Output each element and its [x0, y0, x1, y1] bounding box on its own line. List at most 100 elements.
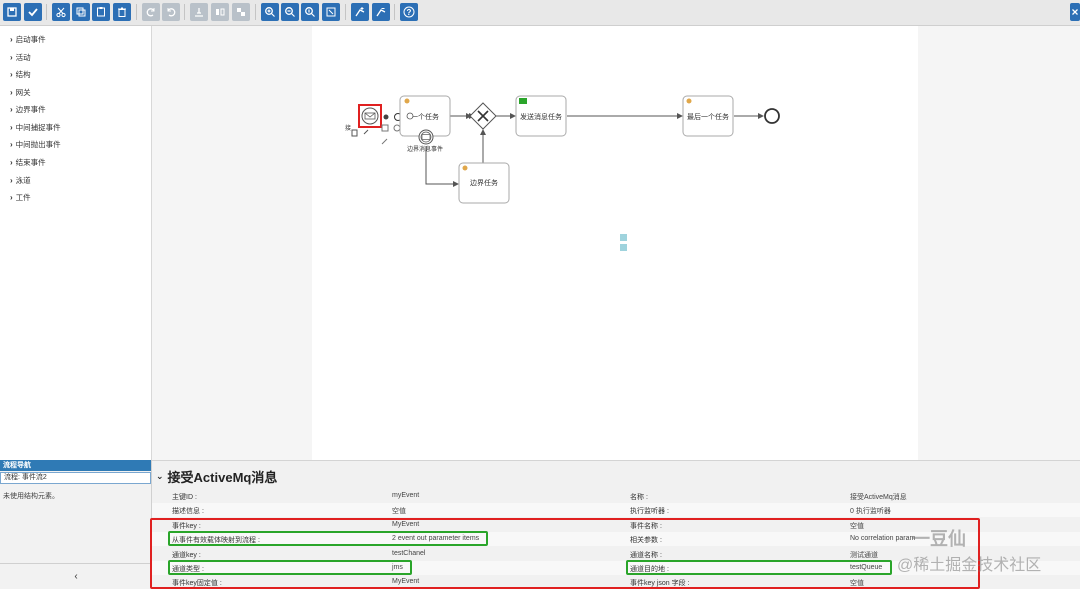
task-last[interactable]: 最后一个任务 [682, 95, 734, 137]
align-icon[interactable] [190, 3, 208, 21]
chevron-left-icon: ‹ [74, 571, 78, 582]
canvas-expand-controls[interactable] [620, 234, 627, 251]
property-label: 事件key固定值 : [172, 580, 222, 587]
annotation-red-box [150, 518, 980, 589]
toolbar-divider [184, 4, 185, 20]
property-value[interactable]: 空值 [850, 580, 864, 587]
annotation-green-box [168, 560, 412, 575]
navigator-empty-text: 未使用结构元素。 [3, 493, 59, 500]
end-event[interactable] [764, 108, 780, 124]
palette-group-gateways[interactable]: ›网关 [10, 88, 31, 97]
quick-menu [351, 113, 408, 145]
palette-group-structural[interactable]: ›结构 [10, 70, 31, 79]
zoom-fit-icon[interactable] [322, 3, 340, 21]
annotation-green-box [626, 560, 892, 575]
property-label: 执行监听器 : [630, 508, 669, 515]
chevron-left-icon[interactable] [620, 244, 627, 251]
property-value[interactable]: 测试通道 [850, 552, 878, 559]
redo-icon[interactable] [142, 3, 160, 21]
property-label: 通道类型 : [172, 566, 204, 573]
group-icon[interactable] [232, 3, 250, 21]
zoom-actual-icon[interactable] [301, 3, 319, 21]
property-row: 事件key : MyEvent 事件名称 : 空值 [152, 518, 1080, 532]
collapse-panel-button[interactable]: ‹ [0, 563, 152, 589]
property-row: 从事件有效载体映射到流程 : 2 event out parameter ite… [152, 532, 1080, 546]
toolbar-divider [394, 4, 395, 20]
property-label: 名称 : [630, 494, 648, 501]
property-label: 从事件有效载体映射到流程 : [172, 537, 260, 544]
gear-icon[interactable] [393, 124, 401, 132]
navigator-title: 流程导航 [0, 460, 151, 471]
user-task-icon[interactable] [383, 114, 389, 120]
help-icon[interactable]: ? [400, 3, 418, 21]
boundary-message-event[interactable]: 边界消息事件 [407, 129, 443, 153]
bendpoint-add-icon[interactable] [351, 3, 369, 21]
text-annotation-icon[interactable] [381, 124, 389, 132]
task-boundary[interactable]: 边界任务 [458, 162, 510, 204]
property-row: 事件key固定值 : MyEvent 事件key json 字段 : 空值 [152, 575, 1080, 589]
property-row: 主键ID : myEvent 名称 : 接受ActiveMq消息 [152, 489, 1080, 503]
task-last-label: 最后一个任务 [687, 112, 729, 121]
property-value[interactable]: testQueue [850, 564, 883, 571]
delete-icon[interactable] [351, 129, 358, 137]
start-message-event[interactable] [361, 107, 379, 125]
palette-group-throw-events[interactable]: ›中间抛出事件 [10, 140, 61, 149]
shape-palette: ›启动事件 ›活动 ›结构 ›网关 ›边界事件 ›中间捕捉事件 ›中间抛出事件 … [0, 26, 152, 460]
same-size-icon[interactable] [211, 3, 229, 21]
property-value[interactable]: No correlation param [850, 535, 916, 542]
exclusive-gateway[interactable] [469, 102, 497, 130]
zoom-out-icon[interactable] [281, 3, 299, 21]
property-value[interactable]: 0 执行监听器 [850, 508, 891, 515]
palette-group-swimlanes[interactable]: ›泳道 [10, 176, 31, 185]
property-value[interactable]: 空值 [392, 508, 406, 515]
properties-panel: ⌄ 接受ActiveMq消息 主键ID : myEvent 名称 : 接受Act… [150, 460, 1080, 589]
save-icon[interactable] [3, 3, 21, 21]
palette-group-end-events[interactable]: ›结束事件 [10, 158, 46, 167]
property-value[interactable]: myEvent [392, 492, 420, 499]
property-value[interactable]: MyEvent [392, 521, 420, 528]
property-label: 描述信息 : [172, 508, 204, 515]
properties-title[interactable]: ⌄ 接受ActiveMq消息 [156, 470, 278, 485]
toolbar: ? [0, 0, 1080, 26]
palette-group-activities[interactable]: ›活动 [10, 53, 31, 62]
property-value[interactable]: 接受ActiveMq消息 [850, 494, 907, 501]
connector-icon[interactable] [381, 138, 388, 145]
property-value[interactable]: 2 event out parameter items [392, 535, 480, 542]
palette-group-boundary-events[interactable]: ›边界事件 [10, 105, 46, 114]
chevron-right-icon: › [10, 193, 13, 202]
sequence-flow[interactable] [425, 146, 459, 187]
bendpoint-remove-icon[interactable] [372, 3, 390, 21]
property-value[interactable]: 空值 [850, 523, 864, 530]
chevron-right-icon[interactable] [620, 234, 627, 241]
diagram-canvas[interactable]: 接 一个任务 [312, 26, 918, 460]
start-event-label: 接 [345, 124, 351, 132]
undo-icon[interactable] [162, 3, 180, 21]
validate-check-icon[interactable] [24, 3, 42, 21]
cut-icon[interactable] [52, 3, 70, 21]
navigator-flow-item[interactable]: 流程: 事件流2 [0, 472, 151, 484]
palette-group-start-events[interactable]: ›启动事件 [10, 35, 46, 44]
property-label: 相关参数 : [630, 537, 662, 544]
copy-icon[interactable] [72, 3, 90, 21]
toolbar-divider [136, 4, 137, 20]
chevron-right-icon: › [10, 123, 13, 132]
chevron-right-icon: › [10, 35, 13, 44]
palette-group-artifacts[interactable]: ›工件 [10, 193, 31, 202]
property-value[interactable]: testChanel [392, 550, 426, 557]
task-send-message[interactable]: 发送消息任务 [515, 95, 567, 137]
wrench-icon[interactable] [363, 129, 369, 135]
palette-group-catch-events[interactable]: ›中间捕捉事件 [10, 123, 61, 132]
property-label: 事件key json 字段 : [630, 580, 690, 587]
property-value[interactable]: MyEvent [392, 578, 420, 585]
selection-highlight [358, 104, 382, 128]
svg-text:?: ? [407, 8, 412, 17]
zoom-in-icon[interactable] [261, 3, 279, 21]
user-icon [686, 98, 692, 104]
paste-icon[interactable] [92, 3, 110, 21]
toolbar-divider [345, 4, 346, 20]
envelope-icon [519, 98, 527, 104]
property-label: 事件key : [172, 523, 201, 530]
delete-icon[interactable] [113, 3, 131, 21]
close-panel-icon[interactable] [1070, 3, 1080, 21]
property-value[interactable]: jms [392, 564, 403, 571]
